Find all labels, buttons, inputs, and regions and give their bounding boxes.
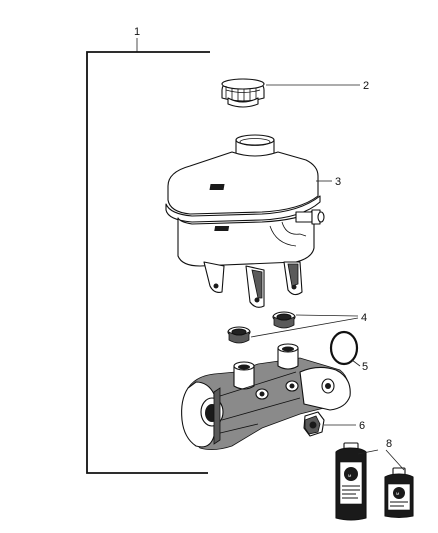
assembly-bracket (86, 38, 210, 474)
callout-3: 3 (335, 176, 341, 188)
svg-text:M: M (396, 491, 399, 496)
grommet-left (227, 326, 251, 344)
svg-text:M: M (348, 473, 351, 478)
callout-8: 8 (386, 438, 392, 450)
callout-2: 2 (363, 80, 369, 92)
callout-1: 1 (134, 26, 140, 38)
grommet-right (272, 311, 296, 329)
brake-fluid-bottle-large: M (335, 442, 367, 521)
plug-fitting (303, 411, 325, 437)
callout-6: 6 (359, 420, 365, 432)
callout-5: 5 (362, 361, 368, 373)
master-cylinder (181, 343, 351, 450)
reservoir (165, 134, 325, 308)
o-ring (329, 330, 359, 366)
brake-fluid-bottle-small: M (384, 467, 414, 519)
callout-4: 4 (361, 312, 367, 324)
reservoir-cap (221, 78, 265, 108)
